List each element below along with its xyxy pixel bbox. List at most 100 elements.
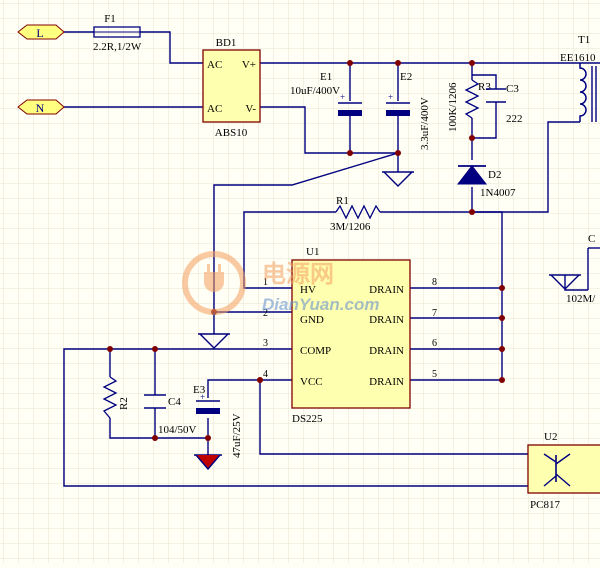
junction-dot bbox=[152, 435, 158, 441]
c4-value: 104/50V bbox=[158, 424, 197, 436]
junction-dot bbox=[499, 285, 505, 291]
diode-d2[interactable]: D2 1N4007 bbox=[456, 165, 516, 199]
r3-value: 100K/1206 bbox=[447, 82, 459, 132]
wire-r3-bottom bbox=[471, 102, 497, 139]
e1-value: 10uF/400V bbox=[290, 85, 340, 97]
junction-dot bbox=[469, 60, 475, 66]
u1-pin-name-gnd: GND bbox=[300, 314, 324, 326]
capacitor-e1[interactable]: + E1 10uF/400V bbox=[290, 71, 362, 116]
junction-dot bbox=[152, 346, 158, 352]
wire-vcc bbox=[259, 379, 528, 455]
u1-pin-number: 6 bbox=[432, 338, 437, 349]
ground-symbol-pin2 bbox=[198, 312, 230, 349]
u1-pin-name-drain: DRAIN bbox=[369, 345, 404, 357]
u2-ref: U2 bbox=[544, 431, 557, 443]
e2-ref: E2 bbox=[400, 71, 412, 83]
junction-dot bbox=[205, 435, 211, 441]
port-n-label: N bbox=[36, 101, 45, 115]
capacitor-e2[interactable]: + E2 3.3uF/400V bbox=[386, 71, 431, 150]
junction-dot bbox=[499, 377, 505, 383]
bridge-ref: BD1 bbox=[216, 37, 237, 49]
bridge-pin-vminus: V- bbox=[245, 103, 256, 115]
u1-pin-number: 3 bbox=[263, 338, 268, 349]
bridge-model: ABS10 bbox=[215, 127, 248, 139]
u1-pin-number: 7 bbox=[432, 308, 437, 319]
junction-dot bbox=[107, 346, 113, 352]
watermark-en: DianYuan.com bbox=[262, 295, 379, 314]
ic-u1[interactable]: U1 DS225 1 2 3 4 HV GND COMP VCC 8 7 6 5… bbox=[263, 246, 437, 425]
r2-ref: R2 bbox=[118, 397, 130, 410]
wire-fuse-to-bridge bbox=[140, 31, 203, 64]
u1-pin-number: 1 bbox=[263, 277, 268, 288]
bridge-pin-ac: AC bbox=[207, 59, 222, 71]
junction-dot bbox=[347, 150, 353, 156]
u1-pin-number: 8 bbox=[432, 277, 437, 288]
d2-ref: D2 bbox=[488, 169, 501, 181]
junction-dot bbox=[257, 377, 263, 383]
e3-value: 47uF/25V bbox=[231, 413, 243, 458]
c3-ref: C3 bbox=[506, 83, 519, 95]
ground-symbol-primary bbox=[382, 171, 414, 187]
fuse-value: 2.2R,1/2W bbox=[93, 41, 142, 53]
capacitor-secondary-partial[interactable]: C 102M/ bbox=[566, 233, 596, 305]
wire-drain-bus bbox=[472, 211, 503, 380]
t1-model: EE1610 bbox=[560, 52, 596, 64]
wires bbox=[63, 31, 600, 487]
junctions bbox=[107, 60, 505, 441]
capacitor-c3[interactable]: C3 222 bbox=[486, 83, 523, 125]
e2-value: 3.3uF/400V bbox=[419, 97, 431, 150]
junction-dot bbox=[499, 346, 505, 352]
fuse-ref: F1 bbox=[104, 13, 116, 25]
wire-c3-top bbox=[472, 74, 497, 89]
plug-icon bbox=[204, 272, 224, 292]
optocoupler-u2[interactable]: U2 PC817 bbox=[527, 431, 600, 511]
u1-pin-name-drain: DRAIN bbox=[369, 284, 404, 296]
bridge-bd1[interactable]: BD1 AC AC V+ V- ABS10 bbox=[202, 37, 261, 139]
u1-pin-name-drain: DRAIN bbox=[369, 314, 404, 326]
svg-text:+: + bbox=[340, 92, 345, 102]
c3-value: 222 bbox=[506, 113, 523, 125]
wire-comp bbox=[63, 348, 528, 487]
u1-model: DS225 bbox=[292, 413, 323, 425]
u1-pin-name-hv: HV bbox=[300, 284, 316, 296]
wire-sec-cap bbox=[564, 275, 588, 291]
resistor-r3[interactable]: R3 100K/1206 bbox=[447, 79, 491, 132]
ground-symbol-e3 bbox=[194, 454, 222, 471]
u2-model: PC817 bbox=[530, 499, 560, 511]
r3-ref: R3 bbox=[478, 81, 491, 93]
u1-pin-number: 2 bbox=[263, 308, 268, 319]
wire-gnd-diagonal bbox=[213, 152, 399, 302]
port-l-label: L bbox=[36, 26, 43, 40]
secondary-cap-ref: C bbox=[588, 233, 595, 245]
u1-pin-name-drain: DRAIN bbox=[369, 376, 404, 388]
resistor-r2[interactable]: R2 bbox=[102, 376, 130, 419]
junction-dot bbox=[469, 209, 475, 215]
watermark-logo: 电源网 DianYuan.com bbox=[182, 251, 379, 315]
port-n[interactable]: N bbox=[17, 99, 65, 115]
u1-pin-name-vcc: VCC bbox=[300, 376, 323, 388]
wire-r1-right bbox=[380, 121, 580, 213]
capacitor-c4[interactable]: C4 104/50V bbox=[144, 394, 197, 436]
junction-dot bbox=[347, 60, 353, 66]
u1-pin-name-comp: COMP bbox=[300, 345, 331, 357]
c4-ref: C4 bbox=[168, 396, 181, 408]
d2-value: 1N4007 bbox=[480, 187, 516, 199]
u1-pin-number: 4 bbox=[263, 369, 268, 380]
capacitor-e3[interactable]: + E3 47uF/25V bbox=[193, 384, 243, 458]
junction-dot bbox=[469, 135, 475, 141]
fuse-f1[interactable]: F1 2.2R,1/2W bbox=[93, 13, 142, 53]
junction-dot bbox=[395, 150, 401, 156]
e3-ref: E3 bbox=[193, 384, 206, 396]
junction-dot bbox=[395, 60, 401, 66]
e1-ref: E1 bbox=[320, 71, 332, 83]
transformer-t1[interactable]: T1 EE1610 bbox=[560, 34, 597, 122]
port-l[interactable]: L bbox=[17, 24, 65, 40]
bridge-pin-ac: AC bbox=[207, 103, 222, 115]
svg-text:+: + bbox=[200, 392, 205, 402]
resistor-r1[interactable]: R1 3M/1206 bbox=[330, 195, 381, 233]
bridge-pin-vplus: V+ bbox=[242, 59, 256, 71]
u1-pin-number: 5 bbox=[432, 369, 437, 380]
watermark-ring bbox=[182, 251, 246, 315]
